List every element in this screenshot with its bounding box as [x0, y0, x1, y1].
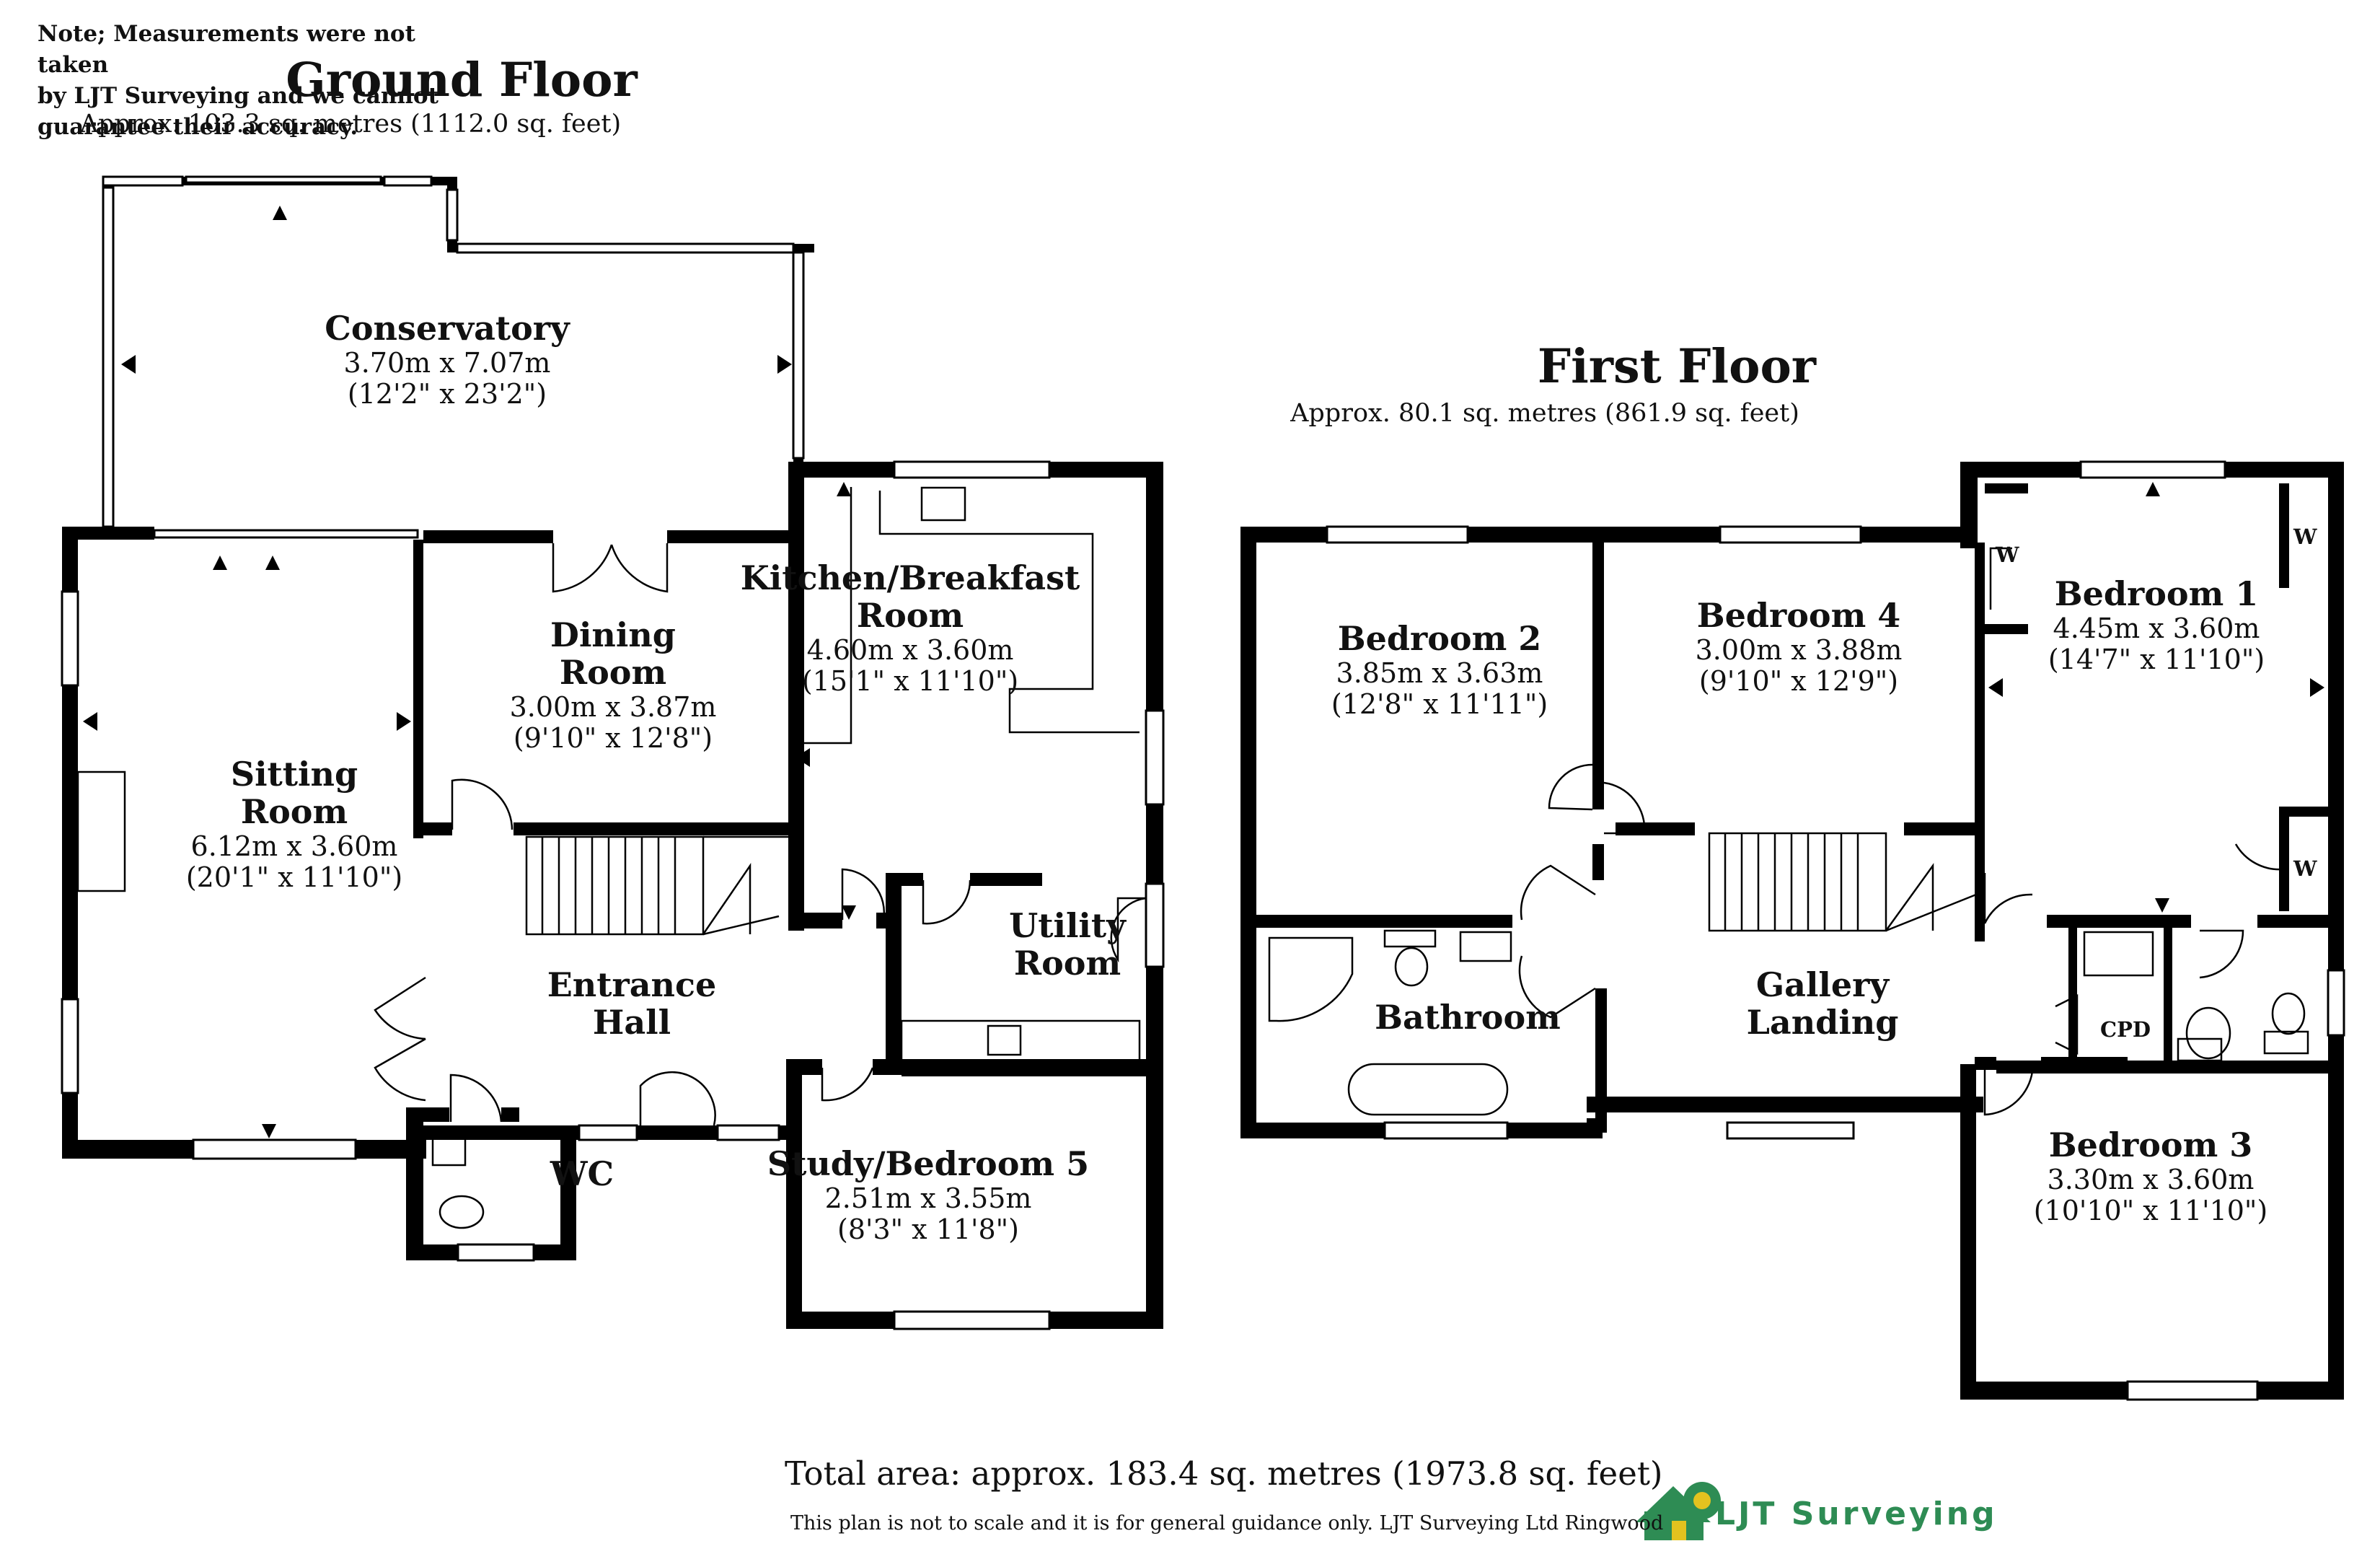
ljt-surveying-logo-mark — [1636, 1482, 1721, 1540]
first-floor-title: First Floor — [1537, 339, 1817, 394]
room-metric: 3.85m x 3.63m — [1336, 657, 1543, 689]
room-name: Bedroom 2 — [1337, 619, 1542, 658]
room-name-2: Room — [559, 652, 667, 692]
room-imperial: (10'10" x 11'10") — [2033, 1194, 2268, 1226]
room-wc: WC — [550, 1154, 614, 1193]
room-name-2: Landing — [1746, 1002, 1899, 1042]
room-name-1: Kitchen/Breakfast — [740, 558, 1080, 597]
room-metric: 4.60m x 3.60m — [806, 633, 1014, 666]
room-name: WC — [550, 1154, 614, 1193]
room-name: Study/Bedroom 5 — [767, 1144, 1090, 1183]
room-entrance-hall: Entrance Hall — [547, 965, 717, 1042]
room-metric: 3.70m x 7.07m — [343, 346, 551, 379]
room-name: Conservatory — [325, 309, 570, 348]
room-gallery-landing: Gallery Landing — [1746, 965, 1899, 1042]
room-name-2: Room — [1013, 943, 1121, 983]
note-line-3: guarantee their accuracy. — [38, 114, 358, 140]
ground-floor-title: Ground Floor — [286, 53, 638, 107]
room-name-1: Entrance — [547, 965, 717, 1004]
room-name: Bedroom 4 — [1696, 596, 1901, 635]
room-imperial: (12'8" x 11'11") — [1331, 688, 1548, 720]
room-name-2: Room — [856, 595, 964, 635]
room-imperial: (14'7" x 11'10") — [2048, 643, 2265, 675]
room-utility-room: Utility Room — [1009, 906, 1126, 983]
room-name: Bedroom 1 — [2054, 574, 2259, 613]
note-line-2: by LJT Surveying and we cannot — [38, 83, 438, 109]
room-metric: 2.51m x 3.55m — [824, 1182, 1032, 1214]
total-area: Total area: approx. 183.4 sq. metres (19… — [785, 1454, 1663, 1493]
room-study-bedroom-5: Study/Bedroom 5 2.51m x 3.55m (8'3" x 11… — [767, 1144, 1090, 1245]
room-name-2: Hall — [592, 1002, 671, 1042]
cupboard-label: CPD — [2100, 1017, 2151, 1042]
room-sitting-room: Sitting Room 6.12m x 3.60m (20'1" x 11'1… — [185, 755, 403, 893]
measurement-note: Note; Measurements were not taken by LJT… — [38, 19, 470, 143]
room-name-1: Gallery — [1755, 965, 1890, 1004]
room-imperial: (8'3" x 11'8") — [837, 1213, 1019, 1245]
room-imperial: (9'10" x 12'9") — [1698, 664, 1899, 697]
room-name: Bathroom — [1375, 998, 1561, 1037]
room-imperial: (12'2" x 23'2") — [347, 377, 547, 410]
room-imperial: (9'10" x 12'8") — [513, 721, 713, 754]
room-name-1: Sitting — [230, 755, 358, 794]
scale-disclaimer: This plan is not to scale and it is for … — [790, 1512, 1664, 1535]
room-metric: 3.30m x 3.60m — [2047, 1163, 2255, 1195]
room-bedroom-1: Bedroom 1 4.45m x 3.60m (14'7" x 11'10") — [2048, 574, 2265, 675]
wardrobe-label: W — [1996, 543, 2019, 567]
room-name-1: Utility — [1009, 906, 1126, 945]
room-bedroom-4: Bedroom 4 3.00m x 3.88m (9'10" x 12'9") — [1696, 597, 1903, 697]
interior-details — [76, 486, 2309, 1229]
room-metric: 6.12m x 3.60m — [190, 830, 398, 862]
room-metric: 4.45m x 3.60m — [2053, 612, 2260, 644]
room-name: Bedroom 3 — [2048, 1125, 2253, 1164]
ljt-surveying-logo-text: LJT Surveying — [1715, 1496, 1998, 1532]
ground-floor-windows — [61, 175, 1165, 1330]
wardrobe-label: W — [2293, 856, 2317, 881]
room-kitchen-breakfast: Kitchen/Breakfast Room 4.60m x 3.60m (15… — [740, 558, 1080, 697]
room-metric: 3.00m x 3.88m — [1695, 633, 1903, 666]
room-conservatory: Conservatory 3.70m x 7.07m (12'2" x 23'2… — [325, 309, 570, 410]
ground-floor-area: Approx. 103.3 sq. metres (1112.0 sq. fee… — [79, 110, 622, 139]
room-bedroom-2: Bedroom 2 3.85m x 3.63m (12'8" x 11'11") — [1331, 620, 1548, 720]
room-imperial: (20'1" x 11'10") — [185, 861, 403, 893]
room-name-1: Dining — [550, 615, 676, 654]
room-bathroom: Bathroom — [1375, 998, 1561, 1037]
room-dining-room: Dining Room 3.00m x 3.87m (9'10" x 12'8"… — [509, 615, 717, 754]
first-floor-windows — [1326, 460, 2345, 1401]
room-name-2: Room — [240, 791, 348, 831]
room-metric: 3.00m x 3.87m — [509, 690, 717, 723]
room-imperial: (15'1" x 11'10") — [801, 664, 1019, 697]
room-bedroom-3: Bedroom 3 3.30m x 3.60m (10'10" x 11'10"… — [2033, 1125, 2268, 1226]
first-floor-area: Approx. 80.1 sq. metres (861.9 sq. feet) — [1290, 399, 1799, 428]
wardrobe-label: W — [2293, 524, 2317, 549]
note-line-1: Note; Measurements were not taken — [38, 21, 415, 78]
view-arrows — [83, 206, 2324, 1138]
